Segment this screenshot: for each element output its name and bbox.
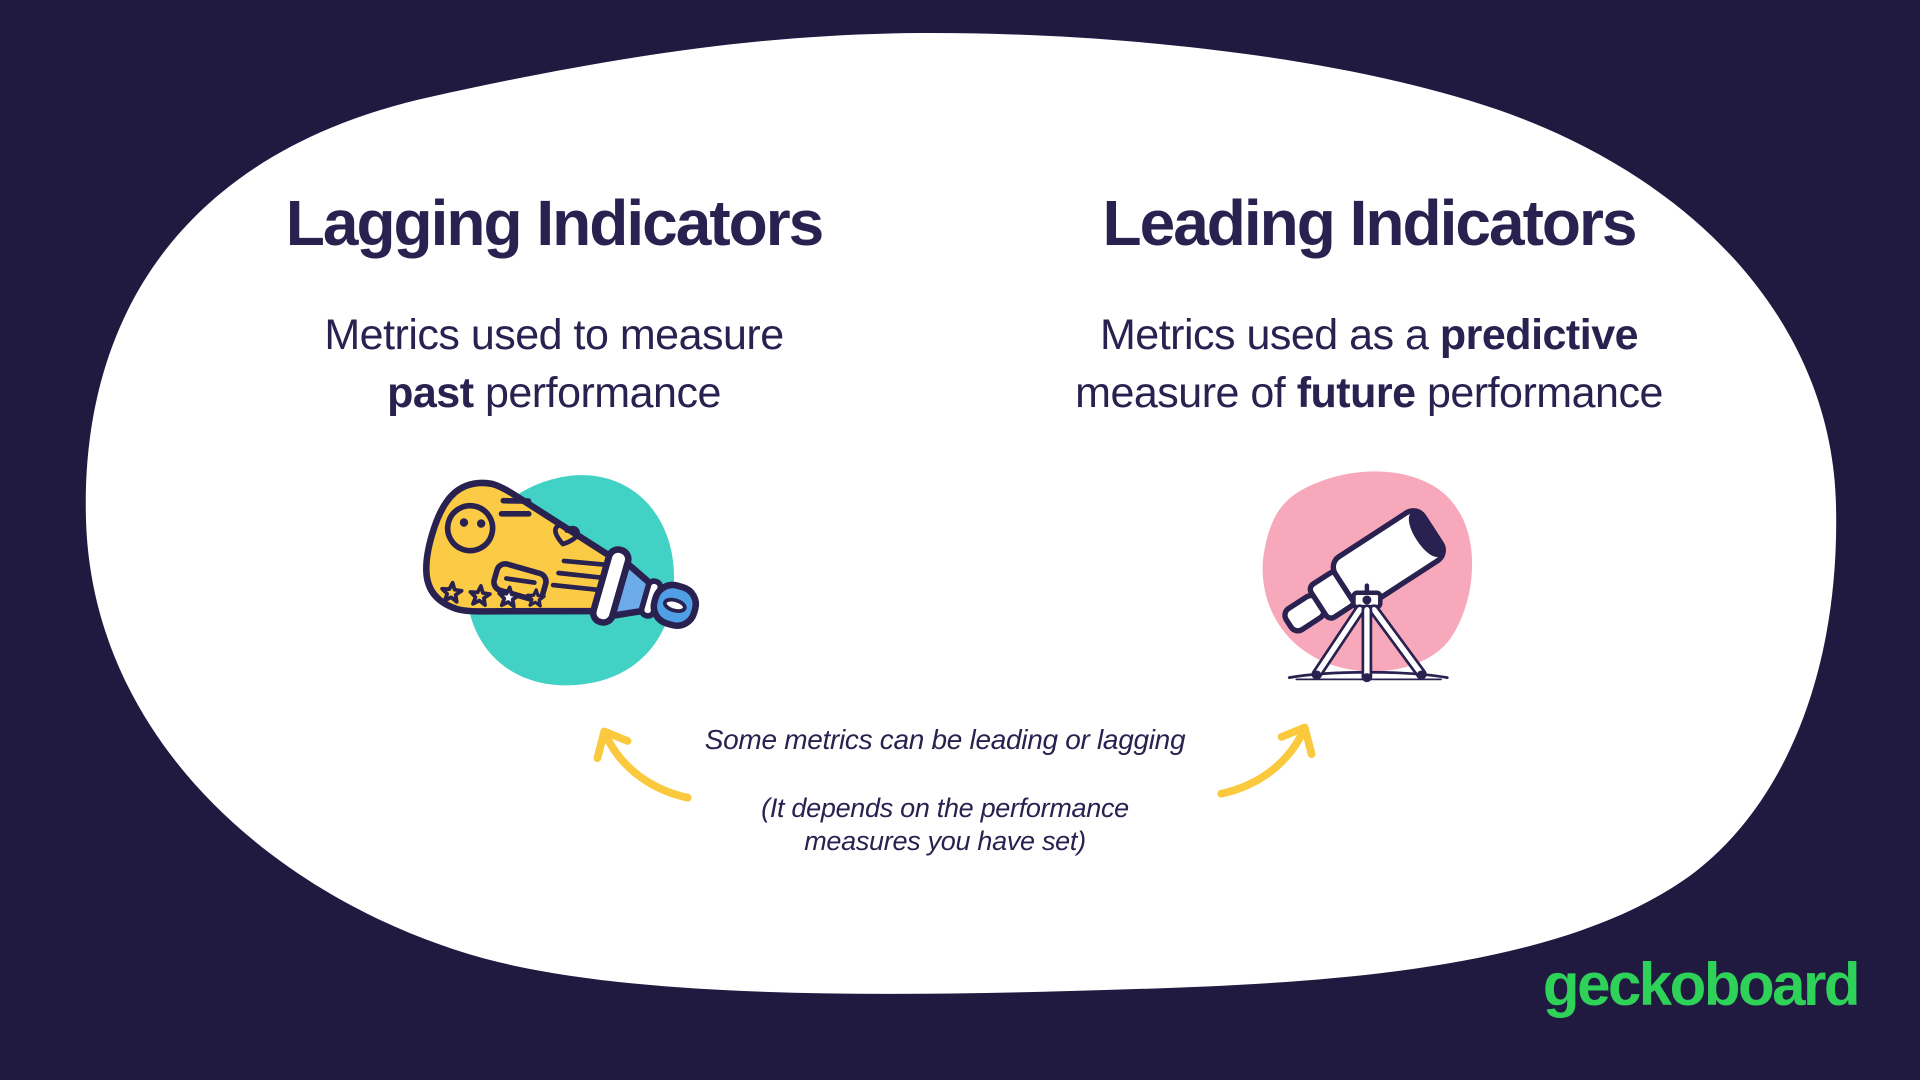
emphasis-past: past bbox=[387, 369, 474, 418]
leading-desc-line1-pre: Metrics used as a bbox=[1099, 311, 1440, 359]
emphasis-future: future bbox=[1296, 369, 1416, 418]
center-note-line1: Some metrics can be leading or lagging bbox=[704, 724, 1186, 755]
leading-title: Leading Indicators bbox=[1102, 187, 1638, 259]
leading-description: Metrics used as a predictive measure of f… bbox=[1059, 306, 1679, 423]
white-blob-shape bbox=[85, 32, 1837, 994]
megaphone-body-group bbox=[423, 479, 700, 629]
lagging-desc-line1: Metrics used to measure bbox=[324, 311, 784, 359]
telescope-group bbox=[1282, 508, 1449, 683]
center-note-line2: (It depends on the performance bbox=[761, 793, 1129, 823]
center-note-line3: measures you have set) bbox=[804, 825, 1086, 856]
leading-desc-line2-rest: performance bbox=[1415, 369, 1663, 418]
curved-arrow-right-icon bbox=[1217, 723, 1316, 798]
curved-arrow-left-icon bbox=[593, 727, 692, 802]
telescope-icon bbox=[1262, 471, 1473, 683]
megaphone-icon bbox=[423, 475, 700, 686]
lagging-title: Lagging Indicators bbox=[285, 187, 824, 259]
lagging-description: Metrics used to measure past performance bbox=[244, 306, 864, 423]
geckoboard-logo: geckoboard bbox=[1542, 951, 1861, 1018]
leading-desc-line2-pre: measure of bbox=[1075, 369, 1297, 418]
emphasis-predictive: predictive bbox=[1439, 311, 1639, 359]
lagging-desc-line2-rest: performance bbox=[473, 369, 721, 418]
